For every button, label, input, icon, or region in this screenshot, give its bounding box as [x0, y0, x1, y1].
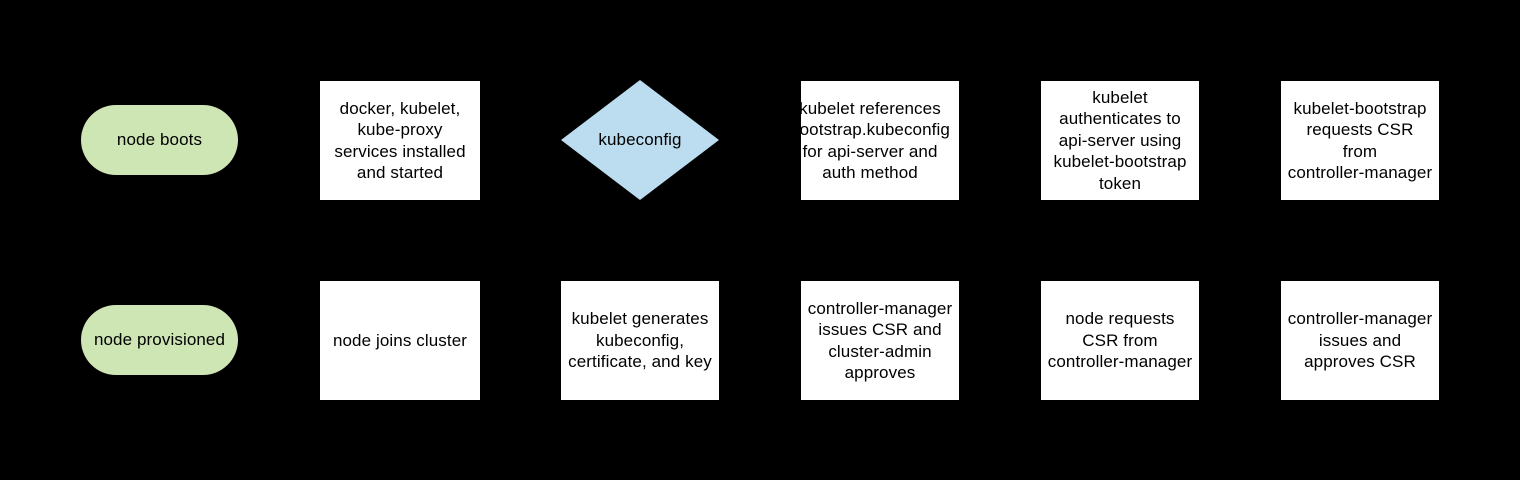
flow-node-label-node-boots: node boots	[116, 130, 203, 150]
flow-node-label-node-requests-csr: node requests CSR from controller-manage…	[1047, 309, 1193, 372]
flow-node-node-joins-cluster[interactable]: node joins cluster	[320, 281, 480, 400]
flow-node-kubelet-bootstrap-requests-csr[interactable]: kubelet-bootstrap requests CSR from cont…	[1281, 81, 1439, 200]
flow-node-node-provisioned[interactable]: node provisioned	[81, 305, 238, 375]
flow-node-node-boots[interactable]: node boots	[81, 105, 238, 175]
flow-node-controller-manager-approves[interactable]: controller-manager issues and approves C…	[1281, 281, 1439, 400]
flow-node-label-kubelet-authenticates: kubelet authenticates to api-server usin…	[1053, 87, 1187, 193]
flow-node-label-node-joins-cluster: node joins cluster	[332, 330, 468, 350]
flow-node-label-controller-manager-issues-csr: controller-manager issues CSR and cluste…	[807, 298, 953, 383]
flow-node-label-kubelet-generates: kubelet generates kubeconfig, certificat…	[568, 309, 712, 372]
flow-node-label-kubelet-bootstrap-requests-csr: kubelet-bootstrap requests CSR from cont…	[1287, 98, 1433, 183]
flow-node-kubelet-authenticates[interactable]: kubelet authenticates to api-server usin…	[1041, 81, 1199, 200]
flow-node-label-node-provisioned: node provisioned	[93, 330, 226, 350]
flow-node-kubeconfig-decision[interactable]: kubeconfig	[561, 80, 719, 200]
flow-node-kubelet-generates[interactable]: kubelet generates kubeconfig, certificat…	[561, 281, 719, 400]
flow-node-node-requests-csr[interactable]: node requests CSR from controller-manage…	[1041, 281, 1199, 400]
flow-node-label-services-installed: docker, kubelet, kube-proxy services ins…	[334, 98, 466, 183]
flow-node-kubelet-references-bootstrap[interactable]: kubelet references bootstrap.kubeconfig …	[790, 81, 959, 200]
flow-node-services-installed[interactable]: docker, kubelet, kube-proxy services ins…	[320, 81, 480, 200]
flow-node-label-kubeconfig-decision: kubeconfig	[598, 130, 682, 150]
flow-node-controller-manager-issues-csr[interactable]: controller-manager issues CSR and cluste…	[801, 281, 959, 400]
flow-node-label-controller-manager-approves: controller-manager issues and approves C…	[1287, 309, 1433, 372]
flow-node-label-kubelet-references-bootstrap: kubelet references bootstrap.kubeconfig …	[790, 98, 950, 183]
